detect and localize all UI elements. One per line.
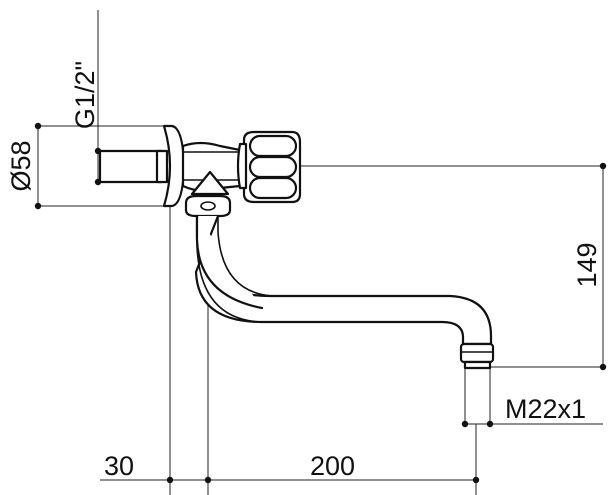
outlet-nut [459, 342, 495, 364]
spout-connector [190, 170, 230, 196]
faucet-body [98, 124, 495, 370]
label-thread-inlet: G1/2" [70, 61, 100, 129]
outlet-aerator [463, 360, 492, 370]
label-reach: 200 [310, 451, 355, 481]
label-depth: 30 [104, 451, 134, 481]
label-thread-outlet: M22x1 [505, 394, 586, 424]
swivel-nut [184, 194, 232, 218]
label-height: 149 [572, 242, 602, 287]
label-diameter-flange: Ø58 [6, 140, 36, 191]
inlet-pipe [98, 149, 164, 184]
wall-flange [162, 124, 186, 208]
